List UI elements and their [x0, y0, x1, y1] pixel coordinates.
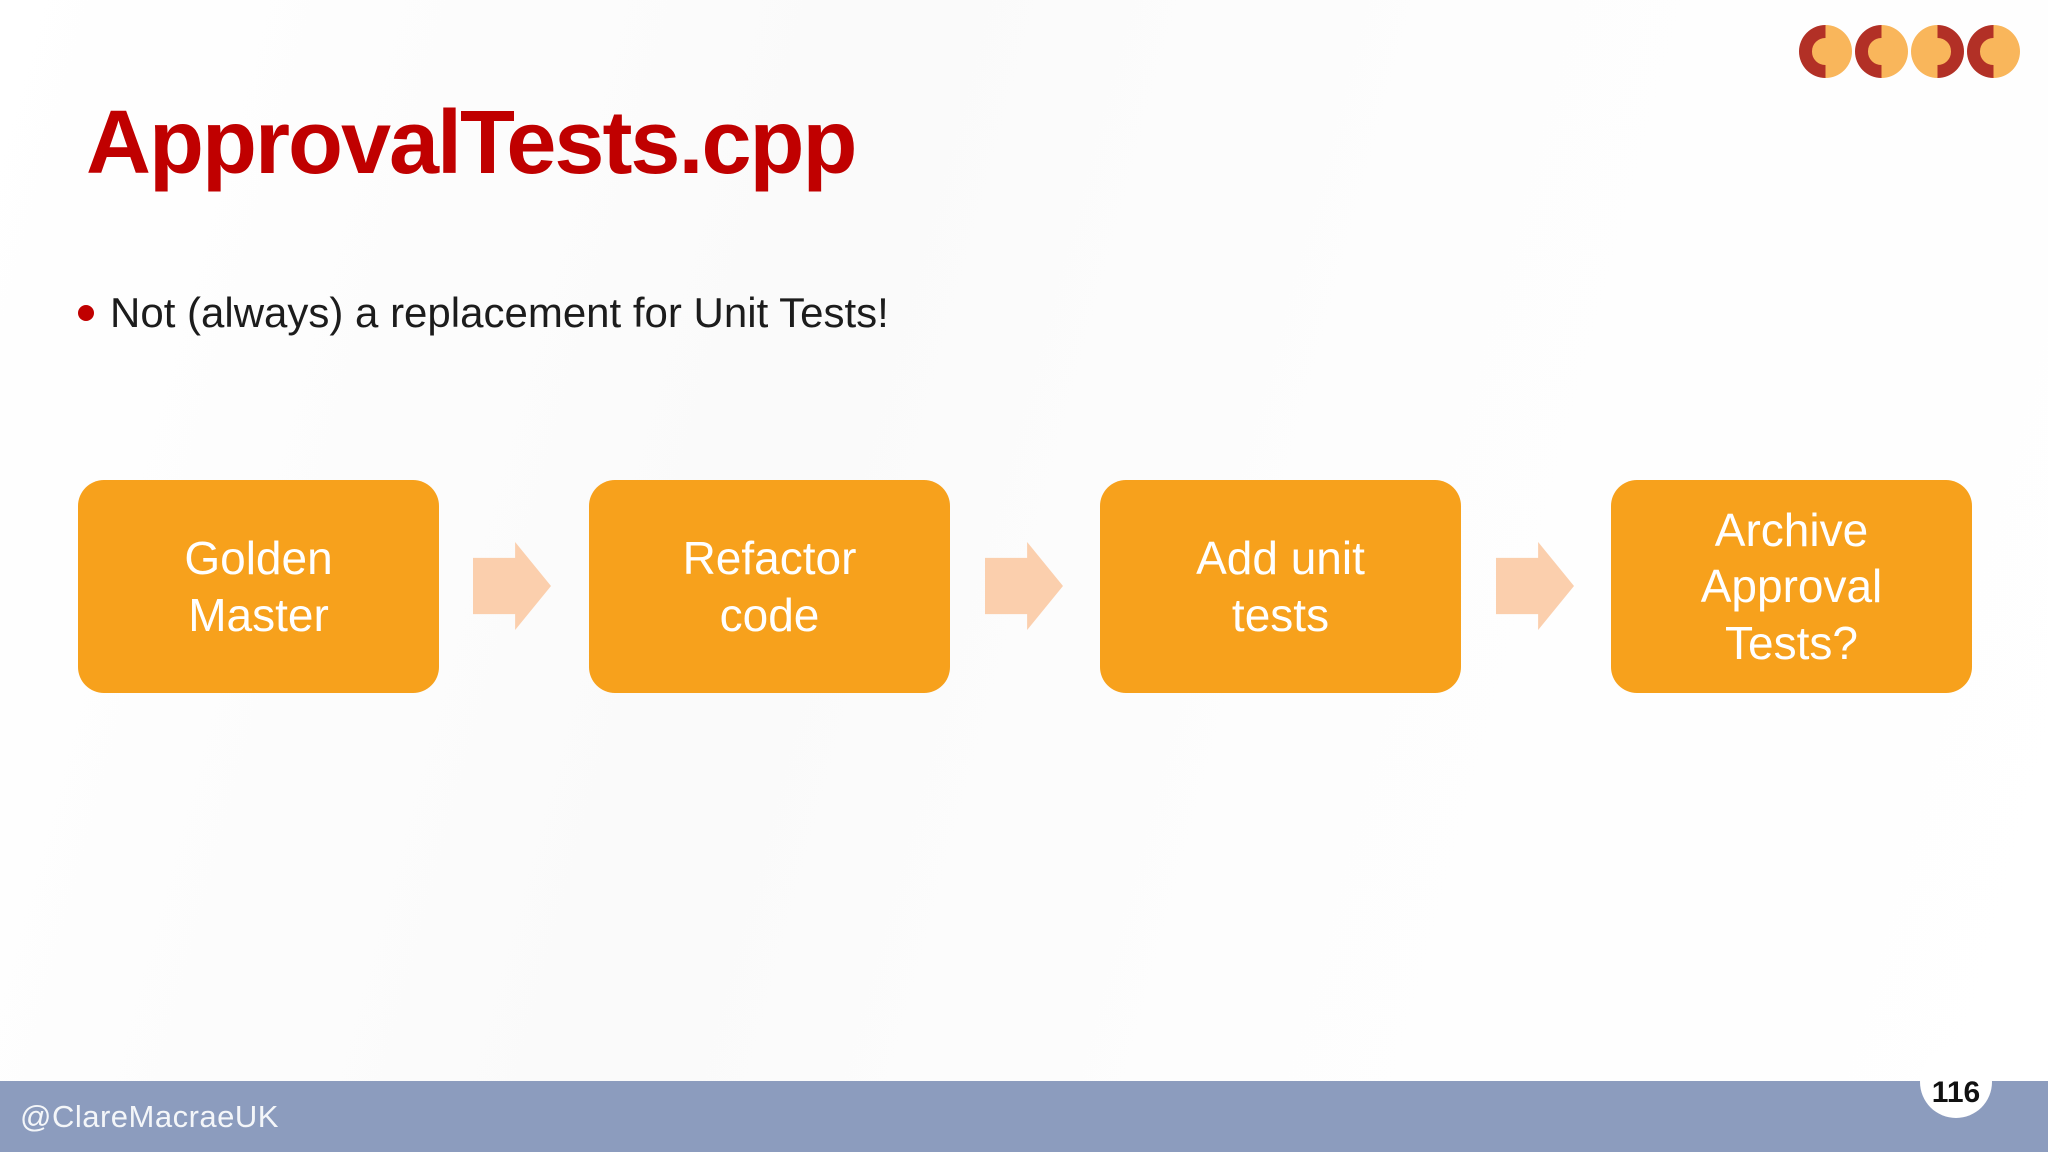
bullet-text: Not (always) a replacement for Unit Test… [110, 289, 889, 336]
page-number-badge: 116 [1920, 1046, 1992, 1118]
bullet-item: Not (always) a replacement for Unit Test… [78, 288, 889, 338]
logo-circle-icon [1967, 25, 2020, 78]
logo-circle-icon [1855, 25, 1908, 78]
right-arrow-icon [473, 542, 551, 630]
footer-bar: @ClareMacraeUK [0, 1081, 2048, 1152]
footer-twitter-handle: @ClareMacraeUK [20, 1098, 279, 1134]
right-arrow-icon [1496, 542, 1574, 630]
flow-step-add-unit-tests: Add unit tests [1100, 480, 1461, 693]
right-arrow-icon [985, 542, 1063, 630]
flow-step-golden-master: Golden Master [78, 480, 439, 693]
flow-step-archive-approval-tests: Archive Approval Tests? [1611, 480, 1972, 693]
slide-title: ApprovalTests.cpp [86, 93, 857, 193]
flow-step-label: Refactor code [682, 532, 857, 641]
logo-circle-icon [1799, 25, 1852, 78]
conference-logo [1799, 25, 2020, 78]
page-number: 116 [1931, 1076, 1981, 1109]
flow-step-label: Golden Master [184, 532, 333, 641]
flow-step-label: Archive Approval Tests? [1700, 504, 1883, 669]
bullet-dot-icon [78, 305, 94, 321]
flow-step-refactor-code: Refactor code [589, 480, 950, 693]
logo-circle-icon [1911, 25, 1964, 78]
flow-step-label: Add unit tests [1196, 532, 1365, 641]
